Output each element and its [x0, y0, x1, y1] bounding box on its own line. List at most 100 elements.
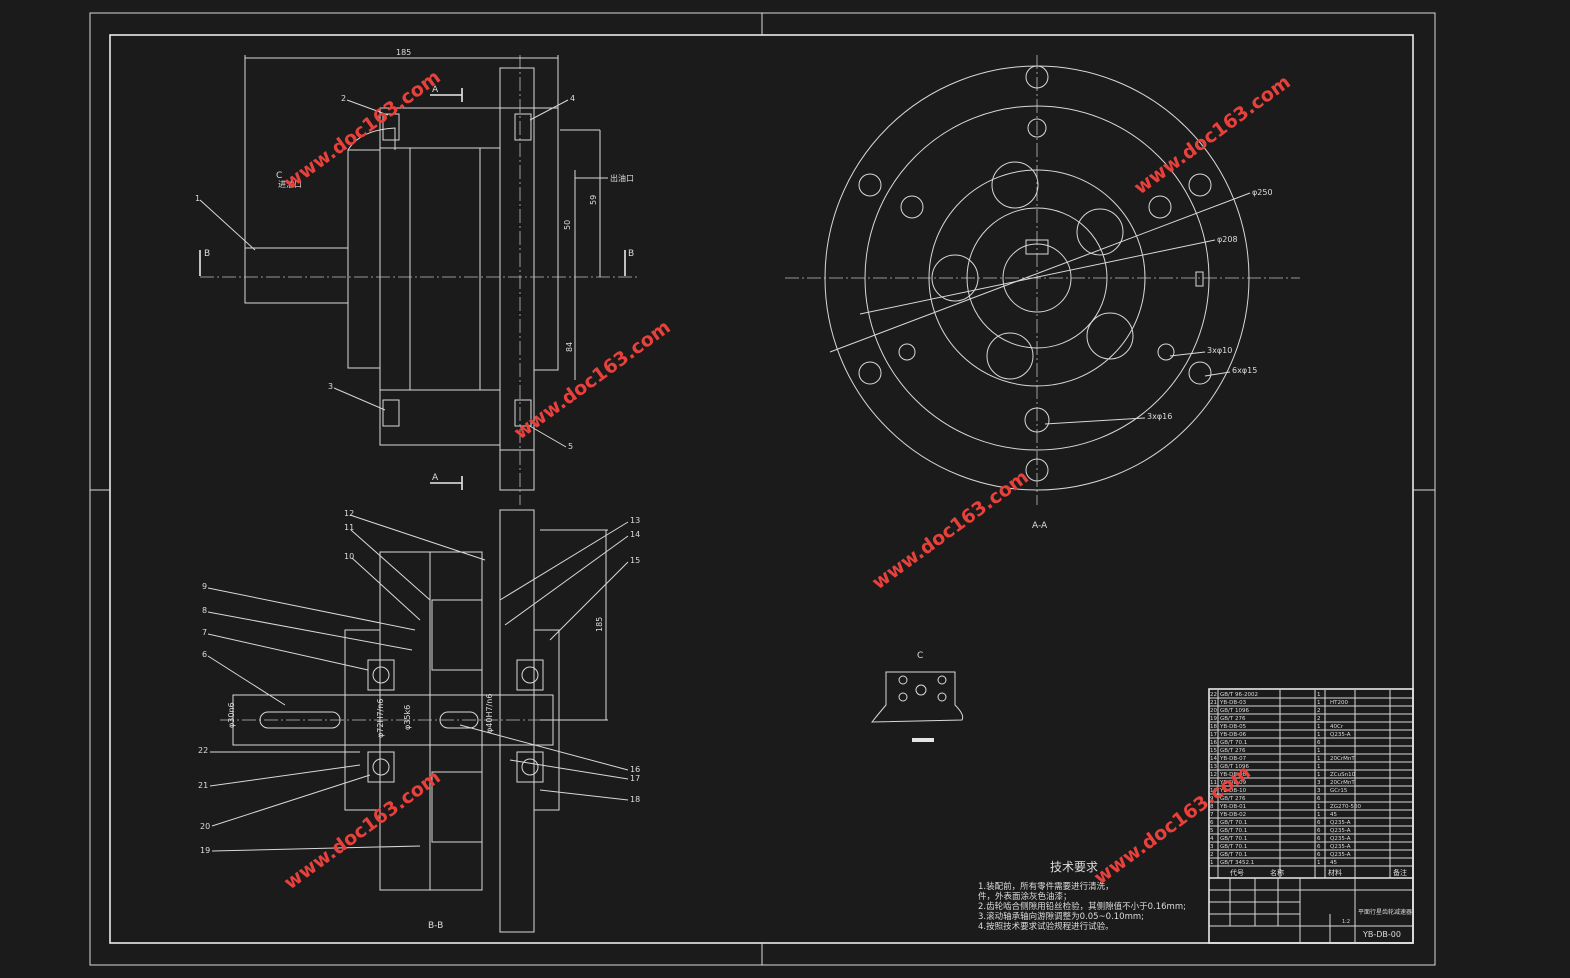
watermark-5: www.doc163.com — [280, 766, 445, 894]
part-num-4: 4 — [570, 94, 575, 103]
bom-cell: ZCuSn10 — [1330, 772, 1356, 778]
part-num-3: 3 — [328, 382, 333, 391]
bom-cell: Q235-A — [1330, 836, 1351, 842]
tech-req-title: 技术要求 — [1050, 860, 1098, 874]
bom-cell: 6 — [1317, 852, 1321, 858]
bom-cell: 4 — [1210, 836, 1214, 842]
bom-cell: 3 — [1210, 844, 1214, 850]
bom-cell: 17 — [1210, 732, 1217, 738]
technical-requirements: 技术要求 1.装配前，所有零件需要进行清洗， 件，外表面涂灰色油漆； 2.齿轮啮… — [978, 860, 1186, 932]
bom-cell: GB/T 70.1 — [1220, 836, 1247, 842]
bom-cell: 1 — [1317, 764, 1321, 770]
bom-cell: 14 — [1210, 756, 1217, 762]
bom-cell: 1 — [1317, 692, 1321, 698]
cut-marker-c: C — [276, 171, 282, 181]
bom-cell: 1 — [1317, 812, 1321, 818]
bom-cell: Q235-A — [1330, 828, 1351, 834]
part-num-9: 9 — [202, 582, 207, 591]
holes-3-text: 3xφ16 — [1147, 412, 1172, 421]
part-num-19: 19 — [200, 846, 210, 855]
bom-cell: 9 — [1210, 796, 1214, 802]
bom-cell: 20CrMnTi — [1330, 780, 1357, 786]
section-a-a-view: φ250 φ208 3xφ10 6xφ15 3xφ16 A-A — [785, 55, 1300, 531]
bom-cell: GB/T 1096 — [1220, 708, 1249, 714]
bom-cell: YB-DB-07 — [1219, 756, 1247, 762]
outlet-label: 出油口 — [610, 173, 634, 183]
bom-cell: 20CrMnTi — [1330, 756, 1357, 762]
part-num-5: 5 — [568, 442, 573, 451]
cut-marker-b-left: B — [204, 249, 210, 259]
part-num-22: 22 — [198, 746, 208, 755]
title-block-drawing-no: YB-DB-00 — [1362, 930, 1401, 939]
holes-2-text: 6xφ15 — [1232, 366, 1257, 375]
part-num-2: 2 — [341, 94, 346, 103]
bom-cell: 6 — [1210, 820, 1214, 826]
bom-cell: 6 — [1317, 796, 1321, 802]
bom-cell: HT200 — [1330, 700, 1348, 706]
part-num-12: 12 — [344, 509, 354, 518]
bom-cell: 6 — [1317, 836, 1321, 842]
bom-cell: GB/T 276 — [1220, 796, 1246, 802]
bom-cell: 2 — [1317, 716, 1321, 722]
watermark-3: www.doc163.com — [1130, 71, 1295, 199]
top-view: 185 50 59 84 出油口 进油口 A A B B C 1 2 3 4 5 — [195, 48, 640, 505]
bom-header-code: 代号 — [1230, 868, 1244, 877]
dia-1-text: φ72H7/n6 — [376, 699, 385, 738]
part-num-7: 7 — [202, 628, 207, 637]
bom-cell: YB-DB-10 — [1219, 788, 1247, 794]
part-num-8: 8 — [202, 606, 207, 615]
bom-cell: GB/T 70.1 — [1220, 852, 1247, 858]
holes-1-text: 3xφ10 — [1207, 346, 1232, 355]
bom-cell: 2 — [1210, 852, 1214, 858]
bom-cell: 1 — [1317, 860, 1321, 866]
bom-cell: 12 — [1210, 772, 1217, 778]
bom-cell: 6 — [1317, 740, 1321, 746]
bom-cell: GB/T 70.1 — [1220, 828, 1247, 834]
cut-marker-b-right: B — [628, 249, 634, 259]
bom-cell: 6 — [1317, 844, 1321, 850]
bom-cell: GB/T 70.1 — [1220, 820, 1247, 826]
bom-cell: 1 — [1317, 756, 1321, 762]
dim-right-3-text: 84 — [565, 342, 574, 352]
section-label-a-a: A-A — [1032, 521, 1048, 531]
part-num-20: 20 — [200, 822, 210, 831]
part-num-18: 18 — [630, 795, 640, 804]
bom-cell: 11 — [1210, 780, 1217, 786]
dia-outer-text: φ250 — [1252, 188, 1273, 197]
bom-cell: 8 — [1210, 804, 1214, 810]
section-b-b-view: 185 φ30n6 φ72H7/n6 φ35k6 φ40H7/n6 12 11 … — [198, 509, 640, 933]
bom-cell: 40Cr — [1330, 724, 1344, 730]
bom-cell: YB-DB-05 — [1219, 724, 1247, 730]
bom-cell: 5 — [1210, 828, 1214, 834]
bom-header-material: 材料 — [1328, 868, 1342, 877]
bom-cell: 3 — [1317, 780, 1321, 786]
bom-cell: 1 — [1317, 748, 1321, 754]
bom-cell: GB/T 96-2002 — [1220, 692, 1258, 698]
title-block: 平面行星齿轮减速器 YB-DB-00 1:2 — [1209, 878, 1413, 943]
bom-cell: 16 — [1210, 740, 1217, 746]
tech-req-line-3: 2.齿轮啮合侧隙用铅丝检验，其侧隙值不小于0.16mm; — [978, 901, 1186, 912]
bom-cell: 45 — [1330, 860, 1337, 866]
tech-req-line-5: 4.按照技术要求试验规程进行试验。 — [978, 921, 1114, 932]
bom-cell: YB-DB-02 — [1219, 812, 1246, 818]
bom-cell: Q235-A — [1330, 844, 1351, 850]
bom-cell: Q235-A — [1330, 820, 1351, 826]
cut-marker-a-top: A — [432, 85, 439, 95]
bom-cell: 19 — [1210, 716, 1217, 722]
part-num-16: 16 — [630, 765, 640, 774]
title-block-scale: 1:2 — [1342, 919, 1350, 925]
bom-cell: 22 — [1210, 692, 1217, 698]
tech-req-line-2: 件，外表面涂灰色油漆； — [978, 891, 1072, 902]
cut-marker-a-bottom: A — [432, 473, 439, 483]
bom-cell: 6 — [1317, 820, 1321, 826]
dim-right-2-text: 59 — [589, 195, 598, 205]
detail-c-view: C — [870, 651, 964, 742]
bom-cell: GCr15 — [1330, 788, 1348, 794]
part-num-6: 6 — [202, 650, 207, 659]
bom-header-remark: 备注 — [1393, 868, 1407, 877]
section-label-c: C — [917, 651, 923, 661]
watermark-2: www.doc163.com — [510, 316, 675, 444]
